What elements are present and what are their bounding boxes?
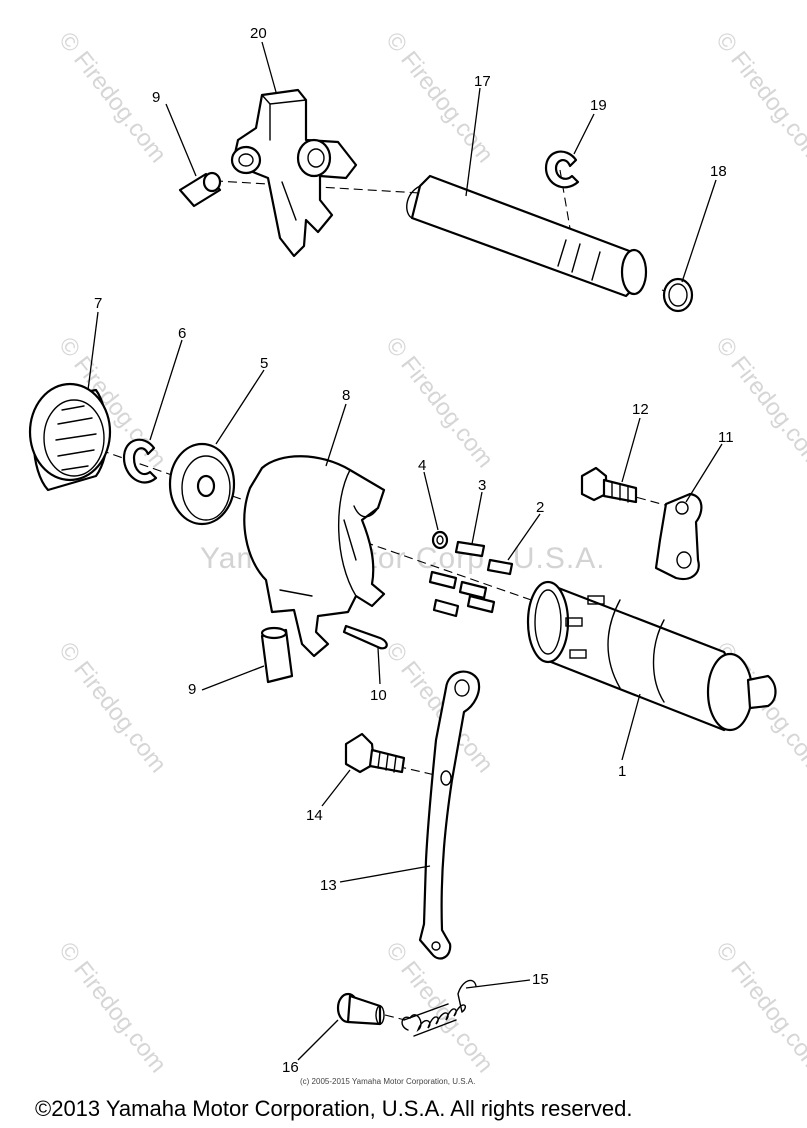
part-stopper-plate bbox=[654, 492, 703, 581]
callout-19: 19 bbox=[590, 97, 607, 114]
watermark-firedog: © Firedog.com bbox=[710, 937, 807, 1078]
watermark-firedog: © Firedog.com bbox=[380, 27, 498, 168]
part-pin-bottom bbox=[260, 626, 294, 684]
part-circlip-19 bbox=[544, 150, 580, 189]
watermark-firedog: © Firedog.com bbox=[710, 27, 807, 168]
part-bearing bbox=[28, 382, 112, 492]
watermark-firedog: © Firedog.com bbox=[53, 637, 171, 778]
callout-2: 2 bbox=[536, 499, 544, 516]
callout-4: 4 bbox=[418, 457, 426, 474]
part-shift-drum bbox=[526, 580, 777, 732]
callout-labels: 20 9 17 19 18 7 6 5 8 4 3 2 12 11 9 10 1… bbox=[94, 25, 734, 1076]
callout-1: 1 bbox=[618, 763, 626, 780]
part-pin-top bbox=[178, 171, 222, 208]
callout-14: 14 bbox=[306, 807, 323, 824]
part-ring-18 bbox=[662, 277, 694, 313]
callout-3: 3 bbox=[478, 477, 486, 494]
part-shift-shaft bbox=[406, 174, 648, 298]
watermark-firedog: © Firedog.com bbox=[53, 937, 171, 1078]
callout-17: 17 bbox=[474, 73, 491, 90]
callout-9-bottom: 9 bbox=[188, 681, 196, 698]
part-shift-fork-top bbox=[230, 88, 358, 258]
callout-6: 6 bbox=[178, 325, 186, 342]
part-stopper-lever bbox=[418, 670, 481, 960]
part-pins-2 bbox=[428, 570, 496, 618]
part-pin-16 bbox=[336, 992, 385, 1026]
assembly-axes bbox=[99, 169, 681, 1021]
copyright-notice: ©2013 Yamaha Motor Corporation, U.S.A. A… bbox=[35, 1096, 632, 1121]
part-circlip-6 bbox=[122, 438, 158, 484]
part-ring-4 bbox=[431, 530, 449, 550]
callout-8: 8 bbox=[342, 387, 350, 404]
callout-13: 13 bbox=[320, 877, 337, 894]
callout-9-top: 9 bbox=[152, 89, 160, 106]
part-washer-5 bbox=[168, 442, 236, 526]
callout-15: 15 bbox=[532, 971, 549, 988]
part-spring bbox=[401, 979, 477, 1037]
watermark-firedog: © Firedog.com bbox=[710, 332, 807, 473]
part-bolt-14 bbox=[344, 732, 406, 774]
callout-18: 18 bbox=[710, 163, 727, 180]
callout-5: 5 bbox=[260, 355, 268, 372]
part-pins-3 bbox=[454, 540, 514, 576]
watermark-firedog: © Firedog.com bbox=[380, 332, 498, 473]
part-shift-fork-middle bbox=[243, 455, 386, 658]
callout-16: 16 bbox=[282, 1059, 299, 1076]
small-copyright: (c) 2005-2015 Yamaha Motor Corporation, … bbox=[300, 1077, 475, 1086]
callout-12: 12 bbox=[632, 401, 649, 418]
callout-20: 20 bbox=[250, 25, 267, 42]
part-bolt-12 bbox=[580, 466, 638, 504]
part-cotter-pin bbox=[342, 624, 388, 650]
callout-10: 10 bbox=[370, 687, 387, 704]
callout-7: 7 bbox=[94, 295, 102, 312]
callout-11: 11 bbox=[718, 429, 734, 446]
leader-lines bbox=[87, 41, 723, 1061]
